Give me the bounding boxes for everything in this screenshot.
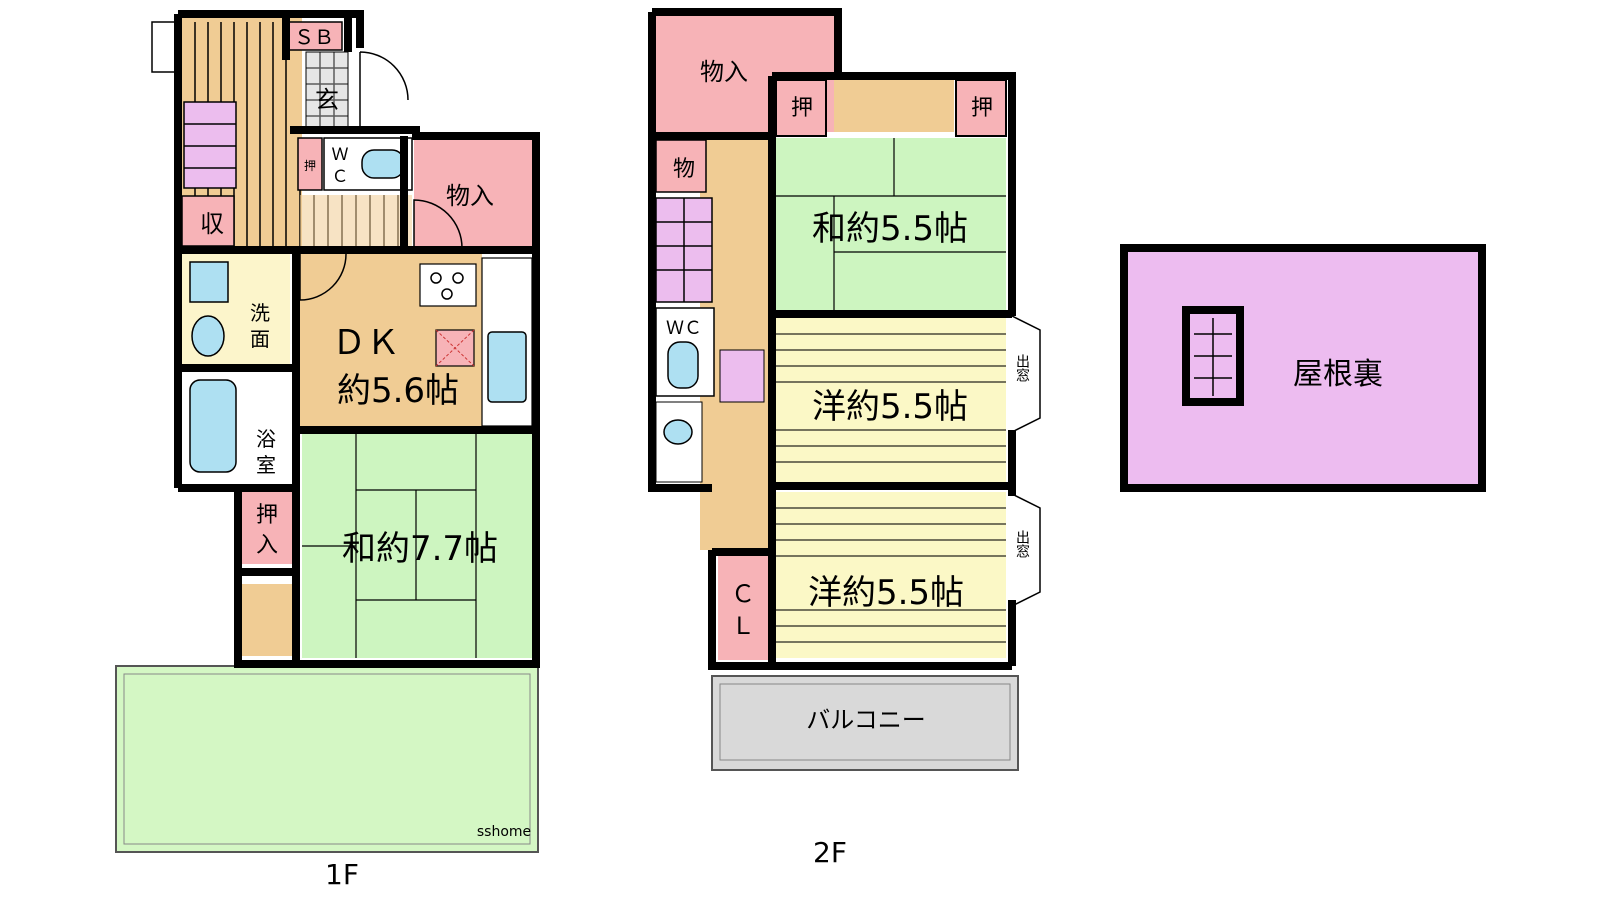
watermark: sshome [477, 824, 531, 840]
oshiire-1f-label-a: 押 [256, 503, 278, 528]
storage-left-1f [181, 195, 235, 247]
walls-2f [648, 8, 1016, 670]
entrance-door [359, 51, 409, 128]
storage-2f-label: 物入 [700, 58, 748, 86]
washitsu-2f-label: 和約5.5帖 [812, 209, 968, 249]
walls-1f [174, 10, 540, 668]
youshitsu-2-lines [776, 507, 1006, 643]
floor-1f: 収 ＳＢ 玄 押 Ｗ Ｃ 物入 洗 面 浴 室 [115, 10, 540, 891]
stove [419, 263, 477, 307]
storage-1f-label: 物入 [446, 182, 494, 210]
closet-2f-2-label: 押 [971, 96, 993, 121]
garden-area [115, 665, 539, 853]
hall-2f-top [830, 80, 954, 132]
bay-window-2-label: 出窓 [1014, 530, 1030, 558]
shoe-box [285, 21, 343, 51]
bath-label-a: 浴 [256, 427, 276, 451]
storage-1f [414, 136, 532, 248]
wc-1f-label-b: Ｃ [332, 167, 349, 187]
toilet-1f [361, 149, 405, 179]
toilet-2f [667, 341, 699, 389]
shoe-box-label: ＳＢ [294, 25, 334, 49]
washing-machine [189, 261, 229, 303]
mono-storage-label: 物 [673, 157, 695, 182]
wash-basin [191, 315, 225, 357]
closet-cl-label-a: Ｃ [731, 580, 755, 608]
entrance-label: 玄 [315, 86, 339, 114]
floor-2f: バルコニー 物入 押 押 物 ＷＣ 和約5.5帖 [648, 8, 1041, 869]
stairs-1f [183, 101, 237, 189]
washitsu-2f [776, 138, 1006, 310]
dk-size: 約5.6帖 [337, 371, 459, 411]
attic: 屋根裏 [1120, 244, 1486, 492]
tatami-grid-2f [776, 138, 1006, 310]
wc-1f-label-a: Ｗ [332, 145, 349, 165]
dk-door [299, 253, 347, 301]
closet-2f-1-label: 押 [791, 96, 813, 121]
wc-2f-label: ＷＣ [666, 318, 702, 339]
washitsu-1f [302, 432, 532, 658]
youshitsu-2f-2-label: 洋約5.5帖 [808, 573, 964, 613]
youshitsu-1-lines [776, 333, 1006, 463]
floor-label-2f: 2F [813, 836, 847, 869]
closet-cl-label-b: Ｌ [731, 612, 755, 640]
closet-cl [718, 556, 768, 660]
balcony [711, 675, 1019, 771]
sink [487, 331, 527, 403]
youshitsu-2f-1 [776, 318, 1006, 482]
youshitsu-2f-1-label: 洋約5.5帖 [812, 387, 968, 427]
sink-2f [663, 419, 693, 445]
bath-label-b: 室 [256, 453, 276, 477]
bay-window-1-label: 出窓 [1014, 354, 1030, 382]
balcony-label: バルコニー [806, 706, 926, 734]
closet-small-label: 押 [304, 159, 316, 173]
bathtub [189, 379, 237, 473]
dk-title: ＤＫ [332, 323, 400, 363]
alcove-1f [242, 584, 292, 656]
mono-storage-2f [655, 139, 707, 193]
stairs-2f-b [719, 349, 765, 403]
storage-left-label: 収 [200, 210, 224, 238]
entrance [305, 51, 349, 133]
attic-label: 屋根裏 [1293, 357, 1383, 392]
youshitsu-2f-2 [776, 492, 1006, 658]
washroom-label-a: 洗 [250, 301, 270, 325]
closet-small-1f [297, 137, 323, 191]
washroom-label-b: 面 [250, 327, 270, 351]
oshiire-1f [242, 488, 292, 564]
storage-1f-door [413, 199, 463, 249]
washitsu-1f-label: 和約7.7帖 [342, 529, 498, 569]
floor-label-1f: 1F [325, 858, 359, 891]
oshiire-1f-label-b: 入 [256, 533, 278, 558]
